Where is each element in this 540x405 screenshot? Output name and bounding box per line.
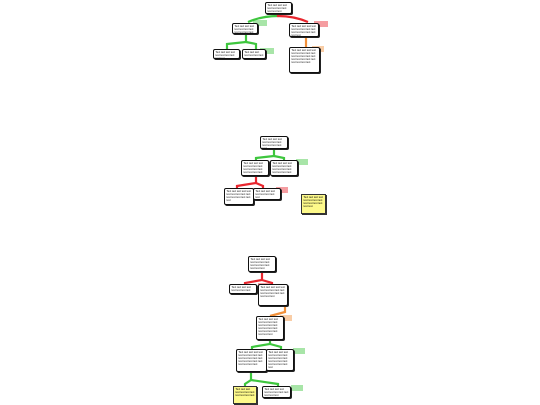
map3-sticky-note-2[interactable]: Text text text text text text text text … xyxy=(262,386,291,398)
map3-sticky-note-2-text: Text text text text text text text text … xyxy=(264,388,289,398)
map1-evidence-1[interactable]: Text text text text text text text text … xyxy=(213,49,240,59)
map1-reason-2[interactable]: Text text text text text text text text … xyxy=(289,23,319,37)
map2-reason-2-text: Text text text text text text text text … xyxy=(272,162,292,175)
map1-evidence-2[interactable]: Text text text text text text text xyxy=(242,49,266,59)
map2-sticky-note-text: Text text text text text text text text … xyxy=(303,196,323,209)
map1-reason-2-text: Text text text text text text text text … xyxy=(291,25,316,37)
map2-evidence-2-text: Text text text text text text text text … xyxy=(255,190,275,200)
map2-reason-1[interactable]: Text text text text text text text text … xyxy=(241,160,269,176)
map1-contention-text: Text text text text text text text text … xyxy=(267,4,287,14)
map2-evidence-2[interactable]: Text text text text text text text text … xyxy=(253,188,281,200)
map1-evidence-2-text: Text text text text text text text xyxy=(244,51,264,58)
map2-evidence-1[interactable]: Text text text text text text text text … xyxy=(224,188,254,205)
map2-reason-1-text: Text text text text text text text text … xyxy=(243,162,263,175)
map1-reason-1-text: Text text text text text text text text … xyxy=(234,25,254,34)
map2-sticky-note[interactable]: Text text text text text text text text … xyxy=(301,194,326,214)
map1-rebuttal[interactable]: Text text text text text text text text … xyxy=(289,47,320,73)
map1-rebuttal-text: Text text text text text text text text … xyxy=(291,49,316,65)
map1-contention[interactable]: Text text text text text text text text … xyxy=(265,2,292,14)
map3-evidence-1-text: Text text text text text text text text … xyxy=(238,351,263,367)
map3-rebuttal[interactable]: Text text text text text text text text … xyxy=(256,316,284,340)
map3-sticky-note-1[interactable]: Text text text text text text text text … xyxy=(233,386,257,404)
map2-contention[interactable]: Text text text text text text text text … xyxy=(260,136,288,149)
map2-contention-text: Text text text text text text text text … xyxy=(262,138,282,149)
map2-reason-2[interactable]: Text text text text text text text text … xyxy=(270,160,298,176)
map3-evidence-1[interactable]: Text text text text text text text text … xyxy=(236,349,267,372)
map1-reason-1[interactable]: Text text text text text text text text … xyxy=(232,23,258,34)
map3-reason-2-text: Text text text text text text text text … xyxy=(260,286,285,299)
map3-contention[interactable]: Text text text text text text text text … xyxy=(248,256,276,272)
map3-reason-1[interactable]: Text text text text text text text text xyxy=(229,284,257,294)
map3-sticky-note-1-text: Text text text text text text text text … xyxy=(235,388,255,398)
map1-evidence-1-text: Text text text text text text text text … xyxy=(215,51,235,59)
map3-evidence-2-text: Text text text text text text text text … xyxy=(268,351,288,370)
map3-reason-2[interactable]: Text text text text text text text text … xyxy=(258,284,288,306)
map3-evidence-2[interactable]: Text text text text text text text text … xyxy=(266,349,294,371)
map3-reason-1-text: Text text text text text text text text xyxy=(231,286,251,293)
map3-contention-text: Text text text text text text text text … xyxy=(250,258,270,271)
map2-evidence-1-text: Text text text text text text text text … xyxy=(226,190,251,203)
map3-rebuttal-text: Text text text text text text text text … xyxy=(258,318,278,337)
